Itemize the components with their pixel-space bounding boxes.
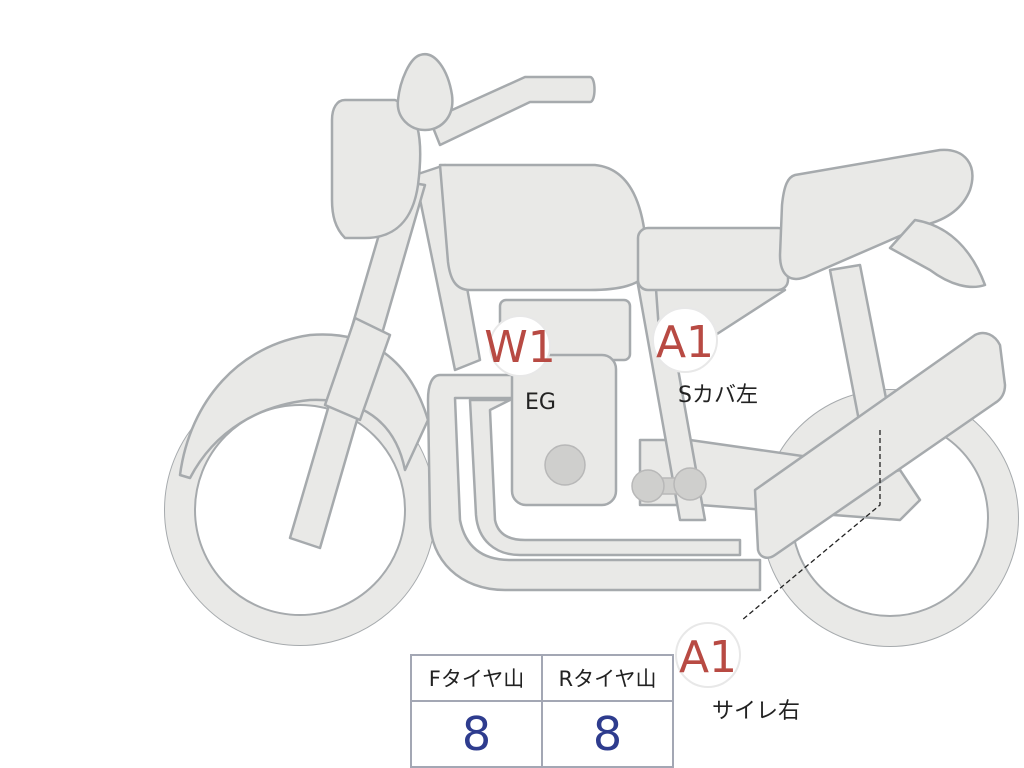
marker-label: Sカバ左 — [678, 383, 758, 408]
foot-peg — [631, 467, 707, 503]
engine — [498, 298, 632, 507]
exhaust-pipe — [426, 373, 762, 592]
tire-tread-table: Fタイヤ山 Rタイヤ山 8 8 — [410, 654, 674, 768]
rear-tire-header: Rタイヤ山 — [541, 654, 674, 702]
fuel-tank — [438, 163, 650, 292]
damage-marker-w1: W1 EG — [484, 315, 556, 415]
meter — [396, 52, 454, 132]
marker-code: A1 — [679, 632, 737, 683]
damage-marker-a1-left-cover: A1 Sカバ左 — [652, 307, 758, 408]
fork-cover — [323, 316, 392, 422]
table-header-row: Fタイヤ山 Rタイヤ山 — [410, 654, 674, 702]
damage-marker-a1-right-silencer: A1 サイレ右 — [675, 622, 800, 724]
handlebar — [428, 75, 596, 147]
muffler — [753, 331, 1007, 559]
leader-line — [741, 430, 881, 621]
marker-code: W1 — [484, 322, 556, 373]
front-tire-header: Fタイヤ山 — [410, 654, 543, 702]
table-row: 8 8 — [410, 700, 674, 768]
front-tire-value: 8 — [410, 700, 543, 768]
frame-down-tube — [413, 163, 482, 372]
exhaust-pipe-inner — [468, 398, 742, 557]
marker-label: EG — [525, 390, 556, 415]
rear-tire-value: 8 — [541, 700, 674, 768]
tail-cowl — [888, 218, 987, 289]
marker-label: サイレ右 — [712, 699, 800, 724]
frame-side-panel — [636, 226, 790, 292]
marker-code: A1 — [656, 317, 714, 368]
